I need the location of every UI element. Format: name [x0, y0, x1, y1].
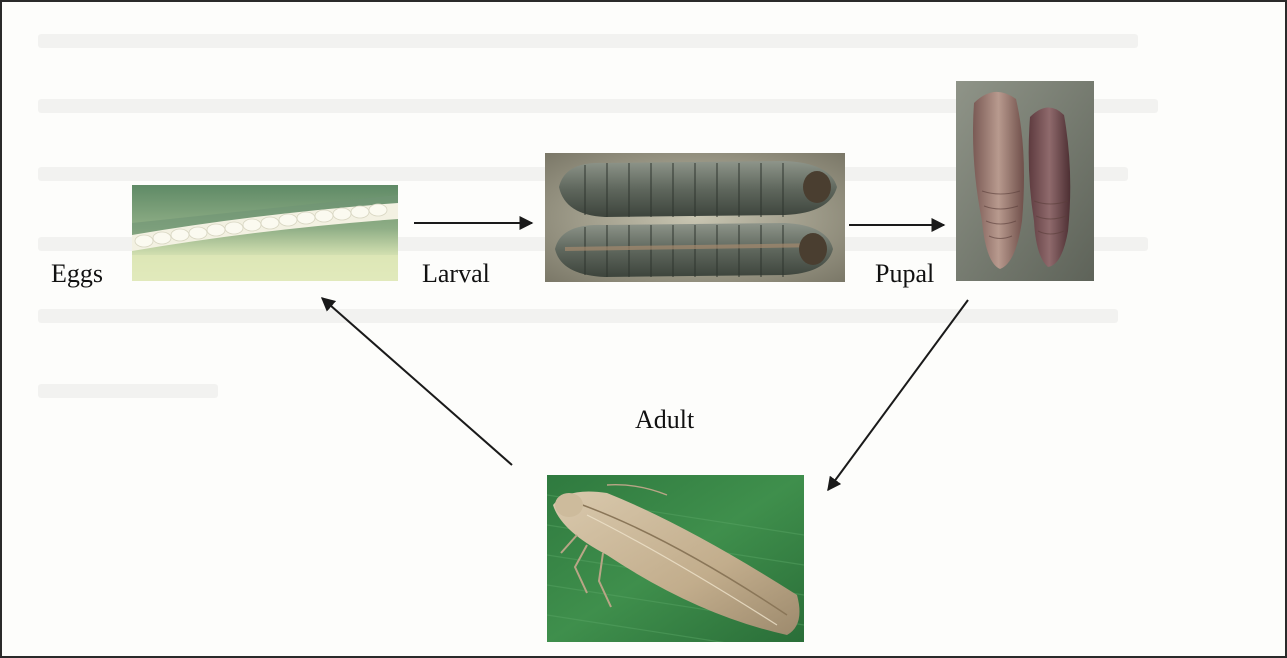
larva-photo	[545, 153, 845, 282]
stage-label-adult: Adult	[635, 407, 694, 433]
eggs-photo	[132, 185, 398, 281]
pupa-photo	[956, 81, 1094, 281]
background-text-line	[38, 309, 1118, 323]
stage-label-pupal: Pupal	[875, 261, 934, 287]
background-text-line	[38, 34, 1138, 48]
stage-label-eggs: Eggs	[51, 261, 103, 287]
stage-label-larval: Larval	[422, 261, 490, 287]
background-text-line	[38, 384, 218, 398]
arrow-pupal-to-adult	[828, 300, 968, 490]
arrow-adult-to-eggs	[322, 298, 512, 465]
adult-moth-photo	[547, 475, 804, 642]
